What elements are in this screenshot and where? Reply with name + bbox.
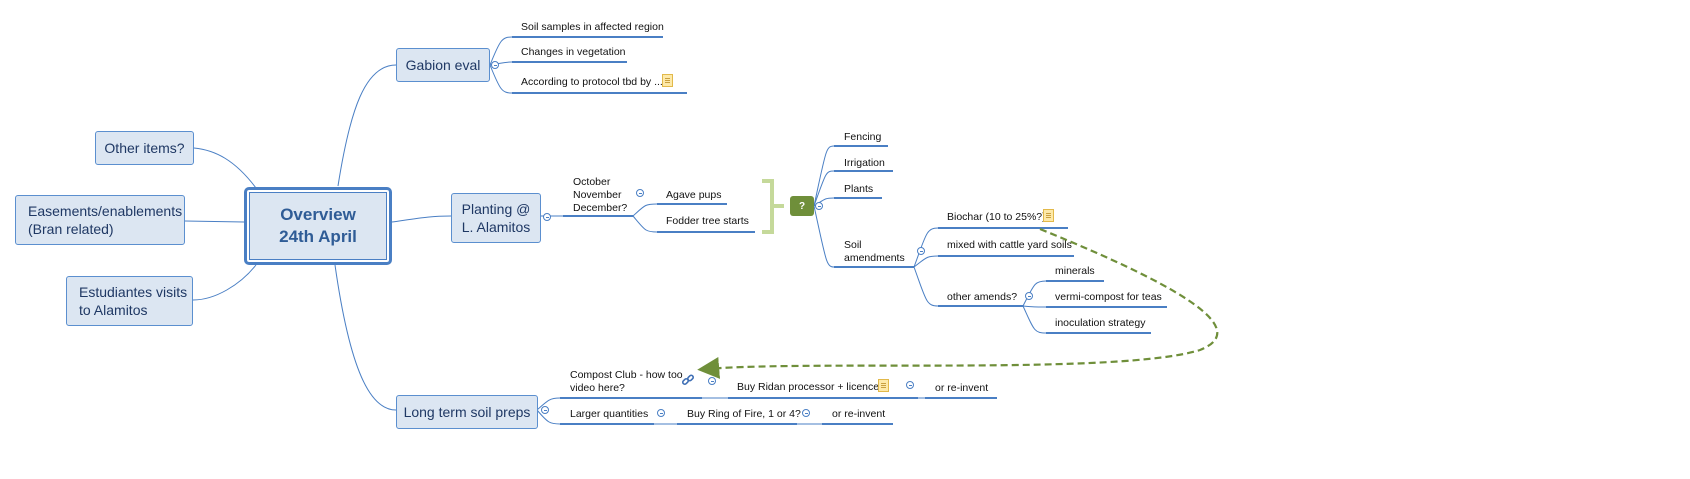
leaf-fodder-tree-starts[interactable]: Fodder tree starts [666,215,749,227]
leaf-minerals[interactable]: minerals [1055,265,1095,277]
topic-gabion-eval-label: Gabion eval [405,57,481,73]
central-topic-line2: 24th April [279,227,357,246]
topic-other-items-label: Other items? [104,140,185,156]
leaf-mixed-cattle-yard[interactable]: mixed with cattle yard soils [947,239,1072,251]
leaf-buy-ridan[interactable]: Buy Ridan processor + licence? [737,381,885,393]
collapse-toggle-icon[interactable] [543,213,551,221]
central-topic[interactable]: Overview 24th April [244,187,392,265]
collapse-toggle-icon[interactable] [802,409,810,417]
collapse-toggle-icon[interactable] [815,202,823,210]
leaf-compost-club[interactable]: Compost Club - how too video here? [570,369,683,395]
collapse-toggle-icon[interactable] [636,189,644,197]
topic-easements-line1: Easements/enablements [28,203,183,219]
leaf-soil-samples[interactable]: Soil samples in affected region [521,21,664,33]
leaf-plants[interactable]: Plants [844,183,874,195]
compost-club-line1: Compost Club - how too [570,369,683,381]
topic-gabion-eval[interactable]: Gabion eval [396,48,490,82]
summary-bracket [762,179,784,234]
topic-easements-line2: (Bran related) [28,221,114,237]
topic-other-items[interactable]: Other items? [95,131,194,165]
collapse-toggle-icon[interactable] [906,381,914,389]
topic-estudiantes-line2: to Alamitos [79,302,148,318]
collapse-toggle-icon[interactable] [541,406,549,414]
leaf-or-reinvent[interactable]: or re-invent [832,408,886,420]
topic-planting-line1: Planting @ [461,201,531,217]
leaf-larger-quantities[interactable]: Larger quantities [570,408,649,420]
soil-amendments-line2: amendments [844,252,905,264]
month-november: November [573,189,622,201]
note-icon[interactable] [878,379,889,392]
collapse-toggle-icon[interactable] [917,247,925,255]
topic-estudiantes[interactable]: Estudiantes visits to Alamitos [66,276,193,326]
leaf-or-reinvent[interactable]: or re-invent [935,382,989,394]
topic-estudiantes-line1: Estudiantes visits [79,284,188,300]
soil-amendments-line1: Soil [844,239,862,251]
leaf-agave-pups[interactable]: Agave pups [666,189,722,201]
leaf-inoculation-strategy[interactable]: inoculation strategy [1055,317,1146,329]
month-december: December? [573,202,628,214]
topic-easements[interactable]: Easements/enablements (Bran related) [15,195,185,245]
leaf-changes-vegetation[interactable]: Changes in vegetation [521,46,626,58]
compost-club-line2: video here? [570,382,625,394]
summary-topic-badge[interactable]: ? [790,196,814,216]
leaf-fencing[interactable]: Fencing [844,131,882,143]
leaf-other-amends[interactable]: other amends? [947,291,1018,303]
note-icon[interactable] [662,74,673,87]
hyperlink-icon[interactable] [681,373,695,387]
topic-planting-line2: L. Alamitos [461,219,531,235]
month-october: October [573,176,611,188]
topic-planting[interactable]: Planting @ L. Alamitos [451,193,541,243]
leaf-soil-amendments[interactable]: Soil amendments [844,239,905,265]
collapse-toggle-icon[interactable] [708,377,716,385]
leaf-months[interactable]: October November December? [573,176,627,215]
note-icon[interactable] [1043,209,1054,222]
collapse-toggle-icon[interactable] [657,409,665,417]
central-topic-line1: Overview [280,205,356,224]
leaf-biochar[interactable]: Biochar (10 to 25%?) [947,211,1046,223]
topic-long-term-soil-preps-label: Long term soil preps [403,404,531,420]
leaf-according-protocol[interactable]: According to protocol tbd by ... [521,76,663,88]
collapse-toggle-icon[interactable] [1025,292,1033,300]
topic-long-term-soil-preps[interactable]: Long term soil preps [396,395,538,429]
collapse-toggle-icon[interactable] [491,61,499,69]
leaf-irrigation[interactable]: Irrigation [844,157,885,169]
leaf-buy-ring-of-fire[interactable]: Buy Ring of Fire, 1 or 4? [687,408,801,420]
leaf-vermi-compost[interactable]: vermi-compost for teas [1055,291,1162,303]
